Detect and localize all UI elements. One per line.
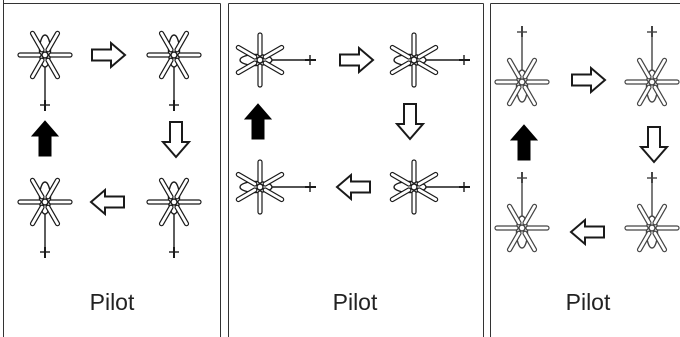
panel-label: Pilot — [333, 289, 378, 315]
helicopter-icon — [388, 32, 471, 88]
solid-arrow-icon — [244, 103, 272, 140]
outline-arrow-icon — [396, 103, 424, 140]
outline-arrow-icon — [571, 67, 606, 93]
helicopter-icon — [624, 24, 680, 108]
outline-arrow-icon — [640, 126, 668, 163]
helicopter-icon — [494, 171, 550, 254]
helicopter-icon — [234, 159, 317, 215]
panel-3: Pilot — [494, 24, 680, 315]
outline-arrow-icon — [90, 189, 125, 215]
helicopter-icon — [388, 159, 471, 215]
panel-2: Pilot — [234, 32, 471, 315]
outline-arrow-icon — [570, 219, 605, 245]
helicopter-icon — [624, 171, 680, 254]
panel-label: Pilot — [566, 289, 611, 315]
outline-arrow-icon — [339, 47, 374, 73]
helicopter-icon — [17, 176, 73, 259]
helicopter-icon — [234, 32, 317, 88]
panel-1: Pilot — [17, 29, 202, 315]
solid-arrow-icon — [510, 124, 538, 161]
solid-arrow-icon — [31, 120, 59, 157]
panel-frames — [3, 0, 680, 337]
helicopter-icon — [146, 29, 202, 113]
helicopter-icon — [494, 24, 550, 108]
outline-arrow-icon — [162, 121, 190, 158]
panel-label: Pilot — [90, 289, 135, 315]
outline-arrow-icon — [91, 42, 126, 68]
outline-arrow-icon — [336, 174, 371, 200]
helicopter-icon — [146, 176, 202, 259]
helicopter-icon — [17, 29, 73, 113]
